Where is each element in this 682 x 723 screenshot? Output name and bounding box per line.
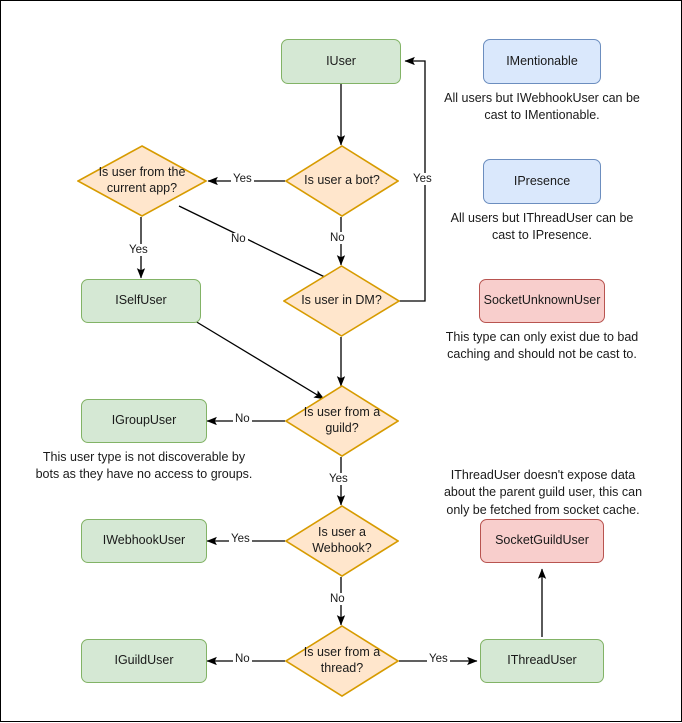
edge-label-app-yes: Yes	[127, 244, 150, 256]
note-igroupuser-text: This user type is not discoverable by bo…	[35, 450, 253, 482]
legend-note-ipresence-text: All users but IThreadUser can be cast to…	[450, 211, 634, 243]
diamond-shape	[285, 385, 399, 457]
diamond-shape	[285, 625, 399, 697]
edge-label-bot-yes: Yes	[231, 173, 254, 185]
node-igroupuser-label: IGroupUser	[111, 413, 177, 428]
node-iguilduser-label: IGuildUser	[114, 653, 174, 668]
node-iselfuser[interactable]: ISelfUser	[81, 279, 201, 323]
legend-node-socketunknownuser[interactable]: SocketUnknownUser	[479, 279, 605, 323]
diamond-shape	[285, 145, 399, 217]
edge-label-guild-no: No	[233, 413, 252, 425]
node-is-user-a-webhook[interactable]: Is user a Webhook?	[285, 505, 399, 577]
legend-note-socketguilduser: IThreadUser doesn't expose data about th…	[437, 467, 649, 519]
edge-label-webhook-yes: Yes	[229, 533, 252, 545]
diamond-shape	[285, 505, 399, 577]
edge-label-bot-no: No	[328, 232, 347, 244]
diamond-shape	[77, 145, 207, 217]
node-iselfuser-label: ISelfUser	[115, 293, 167, 308]
node-is-user-from-a-thread[interactable]: Is user from a thread?	[285, 625, 399, 697]
node-is-user-from-a-guild-label: Is user from a guild?	[303, 405, 381, 435]
legend-note-imentionable: All users but IWebhookUser can be cast t…	[441, 90, 643, 125]
legend-note-ipresence: All users but IThreadUser can be cast to…	[441, 210, 643, 245]
note-igroupuser: This user type is not discoverable by bo…	[33, 449, 255, 484]
diamond-shape	[283, 265, 400, 337]
legend-node-imentionable-label: IMentionable	[506, 53, 578, 68]
node-is-user-from-a-thread-label: Is user from a thread?	[303, 645, 381, 675]
edge-label-dm-yes: Yes	[411, 173, 434, 185]
node-iuser[interactable]: IUser	[281, 39, 401, 84]
legend-node-ipresence[interactable]: IPresence	[483, 159, 601, 204]
edge-label-thread-no: No	[233, 653, 252, 665]
node-ithreaduser[interactable]: IThreadUser	[480, 639, 604, 683]
node-is-user-a-bot-label: Is user a bot?	[304, 173, 380, 188]
edge-label-thread-yes: Yes	[427, 653, 450, 665]
node-is-user-from-a-guild[interactable]: Is user from a guild?	[285, 385, 399, 457]
legend-note-socketunknownuser-text: This type can only exist due to bad cach…	[445, 330, 639, 362]
node-ithreaduser-label: IThreadUser	[507, 653, 577, 668]
legend-node-socketguilduser-label: SocketGuildUser	[495, 533, 589, 548]
legend-node-ipresence-label: IPresence	[513, 173, 571, 188]
legend-note-imentionable-text: All users but IWebhookUser can be cast t…	[444, 91, 640, 123]
legend-note-socketguilduser-text: IThreadUser doesn't expose data about th…	[443, 468, 643, 517]
node-iwebhookuser[interactable]: IWebhookUser	[81, 519, 207, 563]
edge-label-webhook-no: No	[328, 593, 347, 605]
node-is-user-in-dm-label: Is user in DM?	[301, 293, 382, 308]
edge-label-guild-yes: Yes	[327, 473, 350, 485]
node-is-user-a-webhook-label: Is user a Webhook?	[312, 525, 372, 555]
node-iwebhookuser-label: IWebhookUser	[102, 533, 186, 548]
node-igroupuser[interactable]: IGroupUser	[81, 399, 207, 443]
node-is-user-from-current-app[interactable]: Is user from the current app?	[77, 145, 207, 217]
legend-note-socketunknownuser: This type can only exist due to bad cach…	[439, 329, 645, 364]
node-is-user-a-bot[interactable]: Is user a bot?	[285, 145, 399, 217]
node-iguilduser[interactable]: IGuildUser	[81, 639, 207, 683]
edge-label-app-no: No	[229, 233, 248, 245]
legend-node-imentionable[interactable]: IMentionable	[483, 39, 601, 84]
legend-node-socketunknownuser-label: SocketUnknownUser	[483, 293, 601, 308]
legend-node-socketguilduser[interactable]: SocketGuildUser	[480, 519, 604, 563]
node-is-user-from-current-app-label: Is user from the current app?	[98, 165, 186, 195]
node-is-user-in-dm[interactable]: Is user in DM?	[283, 265, 400, 337]
node-iuser-label: IUser	[326, 53, 356, 68]
